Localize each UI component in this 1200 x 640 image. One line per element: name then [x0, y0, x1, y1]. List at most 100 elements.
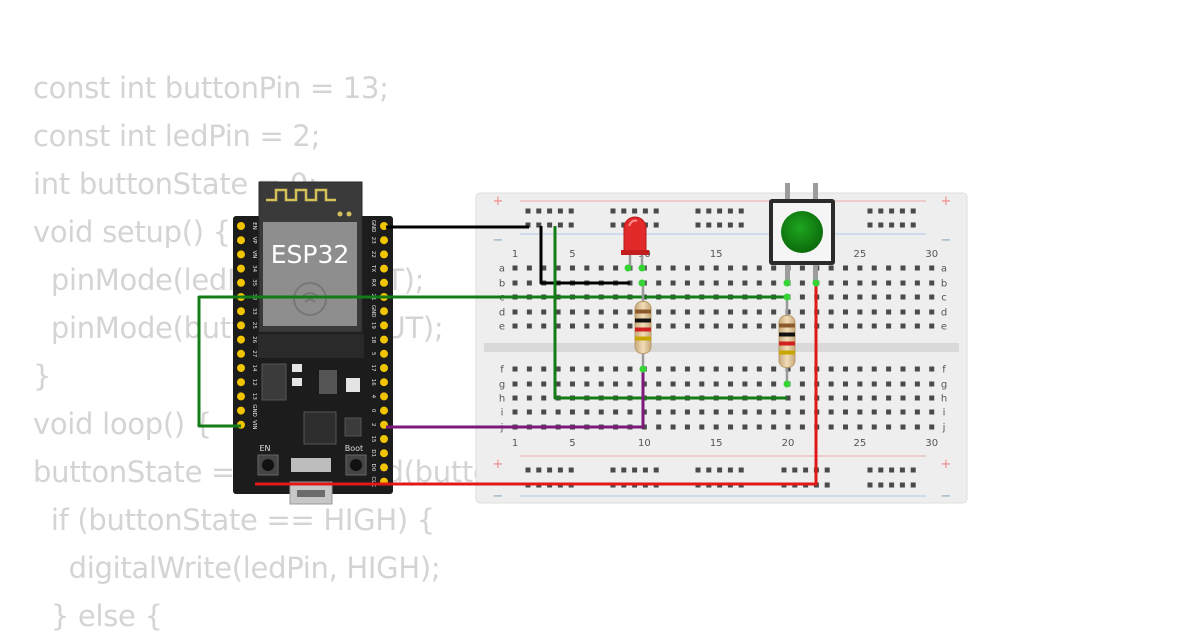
rail-hole — [706, 208, 712, 214]
pin-header — [380, 321, 388, 330]
rail-hole — [889, 482, 895, 488]
hole — [828, 395, 834, 401]
hole — [627, 309, 633, 315]
rail-hole — [727, 222, 733, 228]
pushbutton[interactable] — [769, 183, 835, 284]
hole — [886, 381, 892, 387]
rail-hole — [910, 482, 916, 488]
hole — [555, 409, 561, 415]
hole — [613, 265, 619, 271]
hole — [742, 280, 748, 286]
rail-hole — [632, 208, 638, 214]
pin-label: GND — [370, 220, 376, 233]
hole — [756, 366, 762, 372]
rail-hole — [867, 467, 873, 473]
hole — [771, 381, 777, 387]
hole — [900, 280, 906, 286]
hole — [828, 294, 834, 300]
hole — [699, 366, 705, 372]
hole — [613, 366, 619, 372]
row-letter: b — [941, 279, 947, 290]
rail-minus-bottom-left: − — [493, 489, 504, 504]
hole — [843, 280, 849, 286]
hole — [526, 366, 532, 372]
hole — [799, 309, 805, 315]
pin-label: GND — [251, 404, 257, 417]
hole — [598, 366, 604, 372]
hole — [799, 280, 805, 286]
pin-header — [237, 349, 245, 358]
hole — [929, 395, 935, 401]
pin-label: TX — [370, 264, 376, 272]
hole — [742, 265, 748, 271]
hole — [756, 424, 762, 430]
rail-hole — [910, 208, 916, 214]
pin-header — [380, 449, 388, 458]
hole — [857, 381, 863, 387]
hole — [627, 366, 633, 372]
hole — [828, 424, 834, 430]
row-letter: a — [499, 264, 505, 275]
hole — [584, 409, 590, 415]
wifi-logo-icon — [293, 282, 327, 316]
column-number: 30 — [925, 438, 938, 449]
hole — [713, 309, 719, 315]
rail-plus-bottom-right: + — [941, 457, 952, 472]
rail-hole — [568, 208, 574, 214]
hole — [799, 294, 805, 300]
hole — [857, 395, 863, 401]
pin-label: RX — [370, 279, 376, 287]
row-letter: a — [941, 264, 947, 275]
hole — [656, 366, 662, 372]
hole — [900, 424, 906, 430]
hole — [785, 424, 791, 430]
pin-label: D0 — [370, 464, 376, 472]
rail-hole — [727, 467, 733, 473]
hole — [843, 294, 849, 300]
hole — [684, 309, 690, 315]
pin-header — [380, 307, 388, 316]
hole — [541, 409, 547, 415]
hole — [569, 366, 575, 372]
rail-hole — [910, 467, 916, 473]
hole — [656, 323, 662, 329]
hole — [699, 424, 705, 430]
column-number: 25 — [854, 438, 867, 449]
row-letter: e — [941, 322, 947, 333]
hole — [914, 294, 920, 300]
hole — [728, 323, 734, 329]
hole — [871, 409, 877, 415]
hole — [526, 280, 532, 286]
rail-hole — [706, 467, 712, 473]
hole — [756, 381, 762, 387]
rail-hole — [899, 482, 905, 488]
hole — [828, 265, 834, 271]
hole — [828, 366, 834, 372]
hole — [742, 366, 748, 372]
rail-hole — [706, 222, 712, 228]
hole — [699, 280, 705, 286]
resistor-led — [634, 285, 652, 370]
row-letter: g — [499, 380, 505, 391]
pin-header — [237, 307, 245, 316]
rail-hole — [610, 208, 616, 214]
rail-hole — [547, 208, 553, 214]
hole — [771, 323, 777, 329]
hole — [526, 409, 532, 415]
pin-header — [380, 463, 388, 472]
row-letter: f — [500, 365, 504, 376]
rail-hole — [568, 222, 574, 228]
esp32-pin-headers: ENVPVN34353233252627141213GNDVINGND2322T… — [237, 220, 388, 487]
rail-hole — [878, 222, 884, 228]
hole — [871, 381, 877, 387]
hole — [541, 323, 547, 329]
hole — [713, 366, 719, 372]
rail-hole — [610, 467, 616, 473]
hole — [555, 366, 561, 372]
hole — [828, 280, 834, 286]
rail-minus-bottom-right: − — [941, 489, 952, 504]
hole — [670, 309, 676, 315]
hole — [929, 294, 935, 300]
hole — [584, 265, 590, 271]
code-line: const int ledPin = 2; — [33, 119, 321, 153]
